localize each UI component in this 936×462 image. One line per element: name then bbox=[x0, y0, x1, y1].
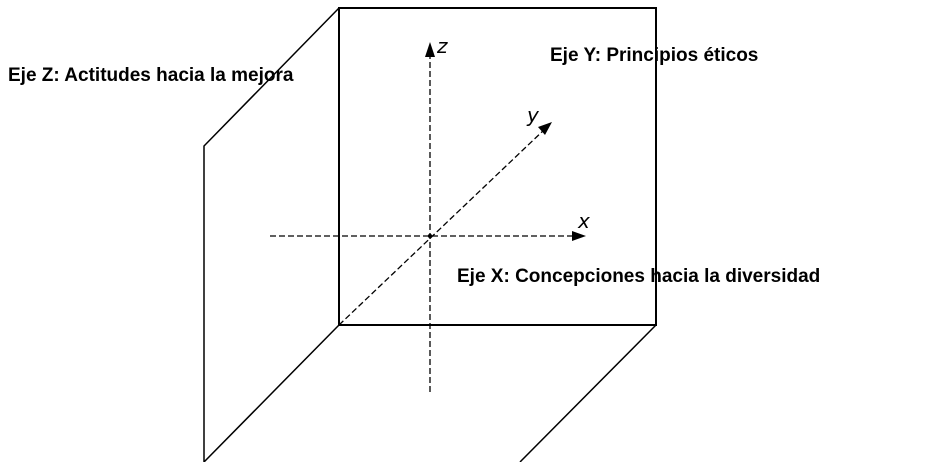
x-axis-label: Eje X: Concepciones hacia la diversidad bbox=[457, 266, 821, 287]
back-plane bbox=[338, 7, 657, 326]
x-axis-arrowhead bbox=[572, 231, 586, 241]
origin-point bbox=[427, 233, 433, 239]
z-axis-label: Eje Z: Actitudes hacia la mejora bbox=[8, 65, 294, 86]
x-axis-letter: x bbox=[577, 209, 590, 233]
y-axis-letter: y bbox=[526, 103, 540, 127]
y-axis-arrowhead bbox=[538, 122, 552, 135]
y-axis-label: Eje Y: Principios éticos bbox=[550, 45, 759, 66]
floor-right-edge bbox=[519, 324, 657, 462]
z-axis-letter: z bbox=[436, 34, 448, 58]
left-plane-bottom-edge bbox=[203, 324, 340, 462]
z-axis-arrowhead bbox=[425, 42, 435, 57]
y-axis-line bbox=[338, 127, 547, 326]
left-plane-edges bbox=[203, 7, 340, 462]
